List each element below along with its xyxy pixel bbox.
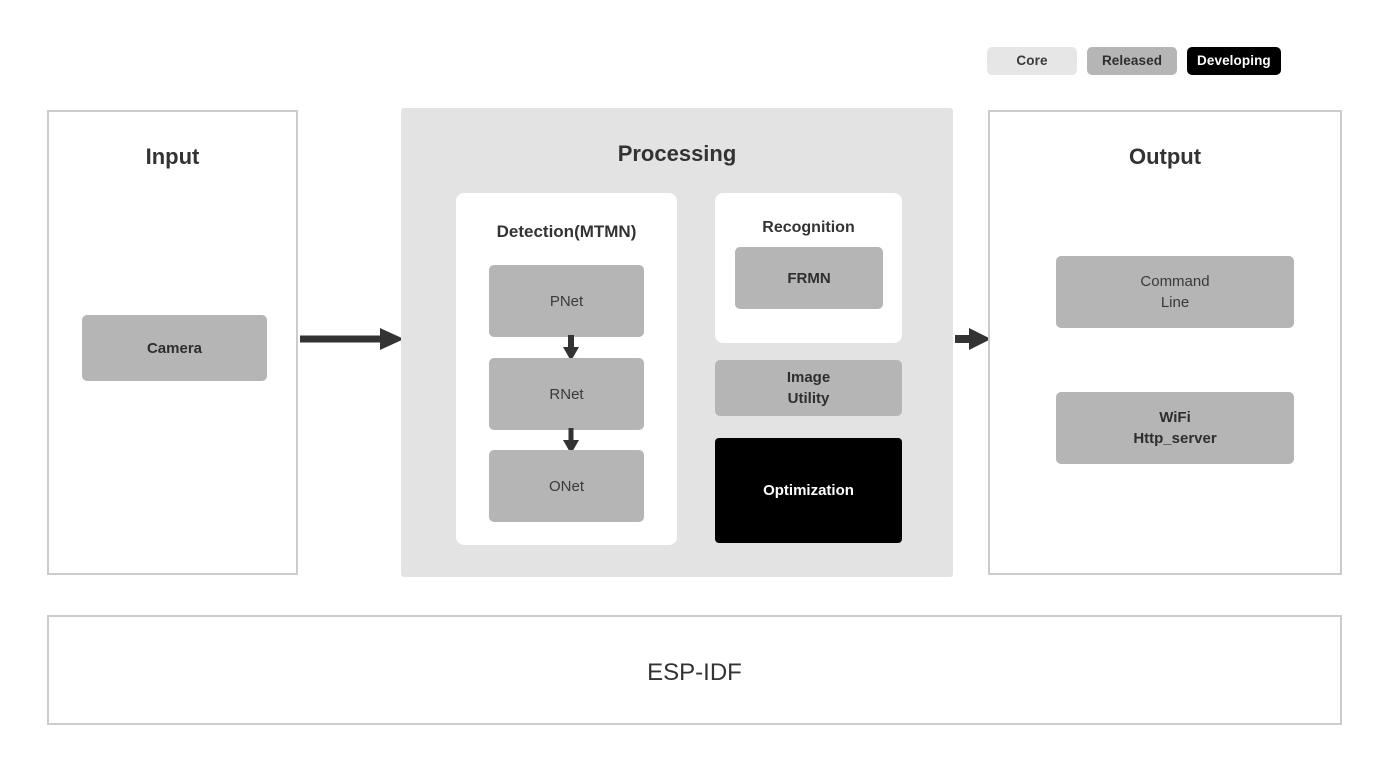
detection-subpanel-title: Detection(MTMN) — [496, 222, 637, 241]
legend-chip-core: Core — [987, 47, 1077, 75]
node-command-line-line1: Command — [1140, 273, 1210, 290]
node-command-line-line2: Line — [1160, 294, 1190, 311]
detection-subpanel: Detection(MTMN) PNet RNet ONet — [456, 193, 677, 545]
processing-panel-title: Processing — [617, 141, 737, 166]
output-panel-title: Output — [1128, 144, 1202, 169]
node-image-utility-line2: Utility — [787, 390, 830, 407]
esp-idf-title: ESP-IDF — [647, 659, 742, 686]
recognition-subpanel-title: Recognition — [762, 219, 855, 236]
legend-chip-developing: Developing — [1187, 47, 1281, 75]
node-camera: Camera — [82, 315, 267, 381]
node-frmn: FRMN — [735, 247, 883, 309]
node-image-utility-line1: Image — [786, 369, 831, 386]
node-image-utility: Image Utility — [715, 360, 902, 416]
processing-panel: Processing Detection(MTMN) PNet RNet ONe… — [401, 108, 953, 577]
legend: Core Released Developing — [987, 47, 1281, 75]
node-command-line: Command Line — [1056, 256, 1294, 328]
node-pnet: PNet — [489, 265, 644, 337]
esp-idf-panel: ESP-IDF — [47, 615, 1342, 725]
input-panel-title: Input — [145, 144, 200, 169]
arrow-input-to-processing — [300, 328, 404, 350]
node-rnet: RNet — [489, 358, 644, 430]
arrow-pnet-to-rnet — [563, 335, 579, 361]
node-wifi-http-server: WiFi Http_server — [1056, 392, 1294, 464]
arrow-rnet-to-onet — [563, 428, 579, 454]
node-optimization: Optimization — [715, 438, 902, 543]
node-wifi-http-server-line2: Http_server — [1133, 430, 1217, 447]
node-wifi-http-server-line1: WiFi — [1159, 409, 1191, 426]
recognition-subpanel: Recognition FRMN — [715, 193, 902, 343]
arrow-processing-to-output — [955, 328, 991, 350]
output-panel: Output Command Line WiFi Http_server — [988, 110, 1342, 575]
node-onet: ONet — [489, 450, 644, 522]
input-panel: Input Camera — [47, 110, 298, 575]
legend-chip-released: Released — [1087, 47, 1177, 75]
